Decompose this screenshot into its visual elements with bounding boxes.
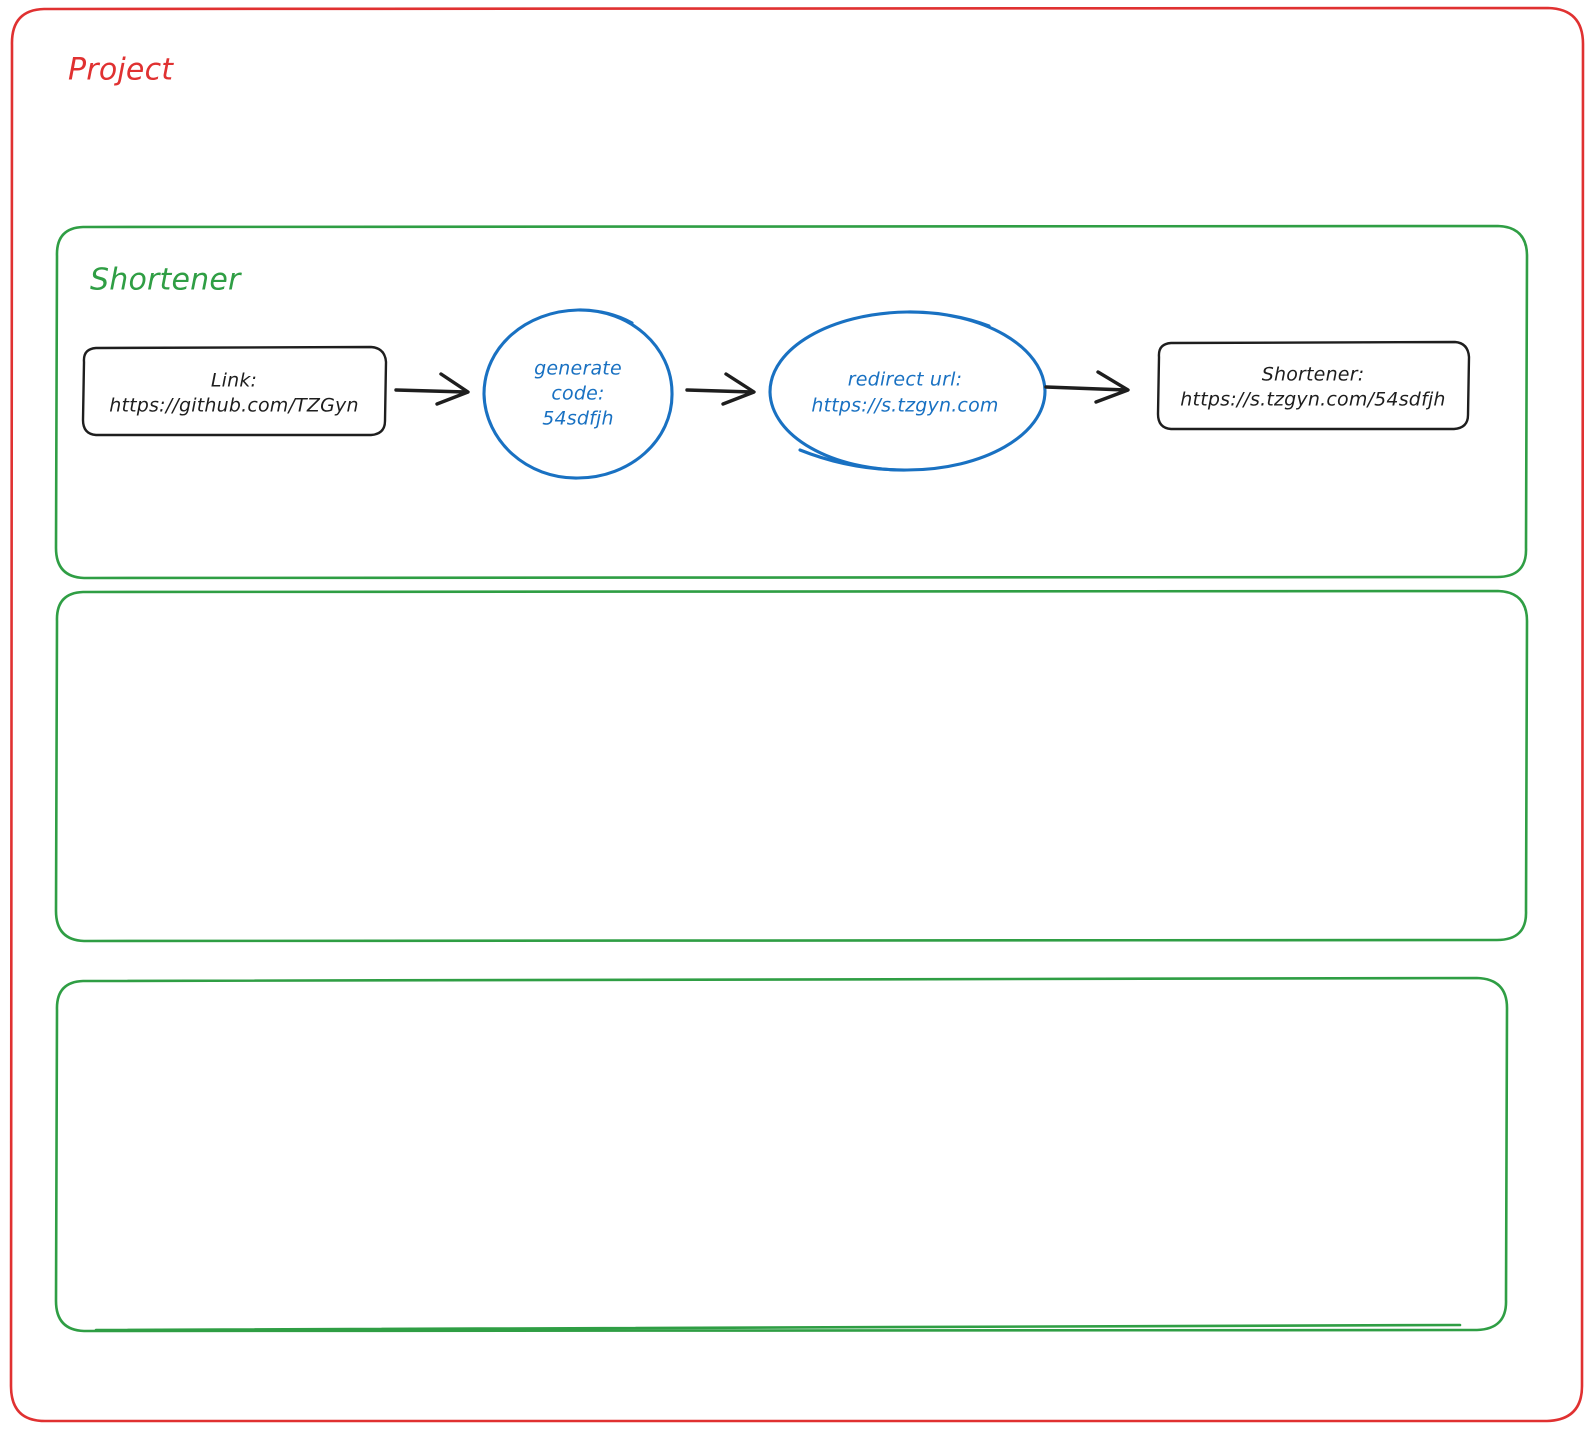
redirect-url-node-border-overstroke: [798, 448, 907, 472]
arrow-link-to-generate: [394, 372, 470, 406]
link-node-line-2: https://github.com/TZGyn: [109, 395, 359, 417]
generate-code-node-border: [482, 308, 674, 480]
link-node-line-1: Link:: [211, 370, 257, 392]
group-shortener-title: Shortener: [90, 263, 242, 298]
link-node[interactable]: Link: https://github.com/TZGyn: [81, 345, 388, 437]
project-frame-border: [9, 6, 1585, 1423]
group-empty-2-border: [54, 976, 1509, 1333]
shortener-node-border: [1156, 340, 1471, 431]
redirect-url-node-line-1: redirect url:: [848, 369, 962, 391]
shortener-node-line-1: Shortener:: [1262, 364, 1365, 386]
generate-code-node[interactable]: generate code: 54sdfjh: [482, 308, 674, 480]
redirect-url-node-line-2: https://s.tzgyn.com: [811, 395, 998, 417]
arrow-redirect-to-shortener: [1044, 370, 1130, 404]
group-empty-1[interactable]: [54, 589, 1529, 943]
group-empty-2[interactable]: [54, 976, 1509, 1333]
project-frame[interactable]: Project: [9, 6, 1585, 1423]
group-shortener-border: [54, 224, 1529, 580]
group-empty-2-border-overstroke: [94, 1323, 1462, 1332]
project-frame-title: Project: [68, 53, 174, 88]
generate-code-node-line-3: 54sdfjh: [542, 408, 614, 430]
redirect-url-node-border: [768, 310, 1047, 472]
link-node-border: [81, 345, 388, 437]
group-shortener[interactable]: Shortener Link: https://github.com/TZGyn…: [54, 224, 1529, 580]
generate-code-node-line-2: code:: [551, 383, 604, 405]
shortener-node-line-2: https://s.tzgyn.com/54sdfjh: [1180, 389, 1445, 411]
generate-code-node-line-1: generate: [534, 358, 622, 380]
redirect-url-node[interactable]: redirect url: https://s.tzgyn.com: [768, 310, 1047, 472]
arrow-generate-to-redirect: [685, 372, 756, 406]
group-empty-1-border: [54, 589, 1529, 943]
shortener-node[interactable]: Shortener: https://s.tzgyn.com/54sdfjh: [1156, 340, 1471, 431]
